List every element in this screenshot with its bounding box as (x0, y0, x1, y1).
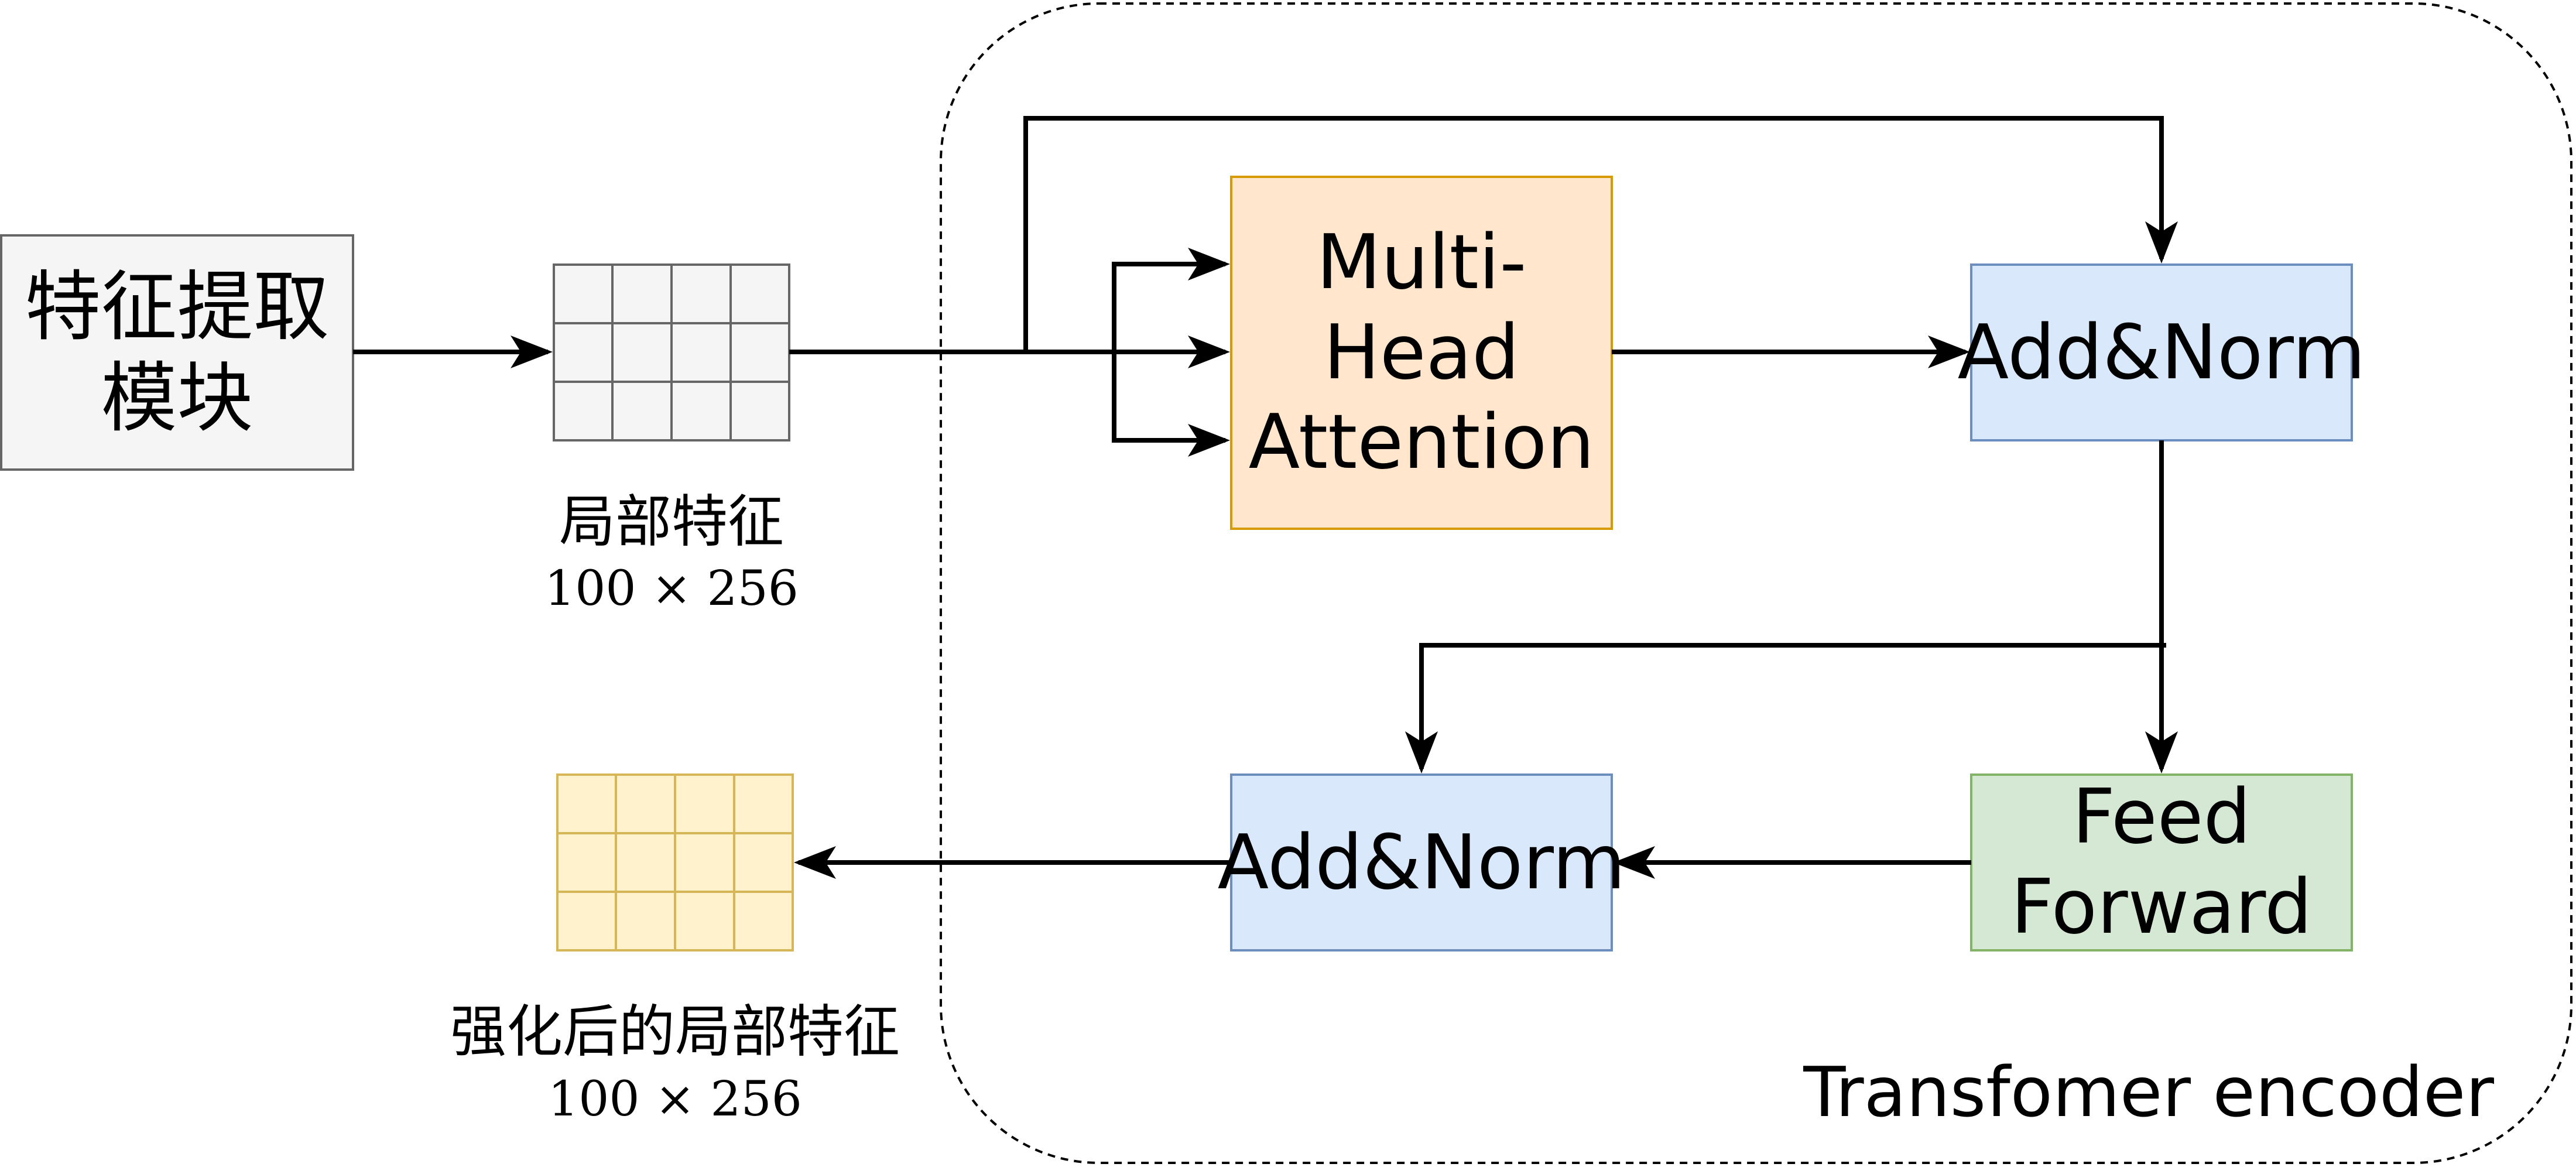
edge-residual-skip-top (1023, 116, 2178, 352)
enhanced-features-dims: 100 × 256 (548, 1071, 802, 1127)
add-norm-top-box (1970, 263, 2353, 441)
multi-head-attention-box (1230, 176, 1613, 530)
feed-forward-line-2: Forward (2010, 864, 2313, 951)
feature-extraction-module-line-1: 特征提取 (25, 262, 330, 351)
local-features-label: 局部特征 (559, 488, 784, 555)
feature-extraction-module-box (0, 234, 354, 471)
edge-residual-skip-bottom (1405, 643, 2166, 773)
feed-forward-line-1: Feed (2072, 773, 2251, 861)
add-norm-bottom-box (1230, 773, 1613, 951)
enhanced-features-label: 强化后的局部特征 (450, 998, 900, 1065)
multi-head-attention-line-2: Attention (1248, 399, 1595, 487)
local-features-dims: 100 × 256 (544, 560, 799, 617)
feed-forward-box (1970, 773, 2353, 951)
edge-split-lower-input (1112, 352, 1230, 457)
multi-head-attention-label: Multi-Head Attention (1231, 177, 1612, 529)
enhanced-features-grid (556, 773, 794, 951)
feed-forward-label: Feed Forward (1971, 773, 2352, 951)
multi-head-attention-line-1: Multi-Head (1316, 219, 1527, 396)
edge-split-upper-input (1112, 248, 1230, 352)
local-features-grid (553, 263, 790, 441)
add-norm-top-label: Add&Norm (1957, 309, 2366, 396)
add-norm-bottom-label: Add&Norm (1217, 819, 1626, 906)
feature-extraction-module-line-2: 模块 (101, 354, 254, 443)
transformer-encoder-container (940, 2, 2572, 1164)
feature-extraction-module-label: 特征提取 模块 (1, 235, 353, 470)
transformer-encoder-title: Transfomer encoder (1803, 1052, 2494, 1132)
